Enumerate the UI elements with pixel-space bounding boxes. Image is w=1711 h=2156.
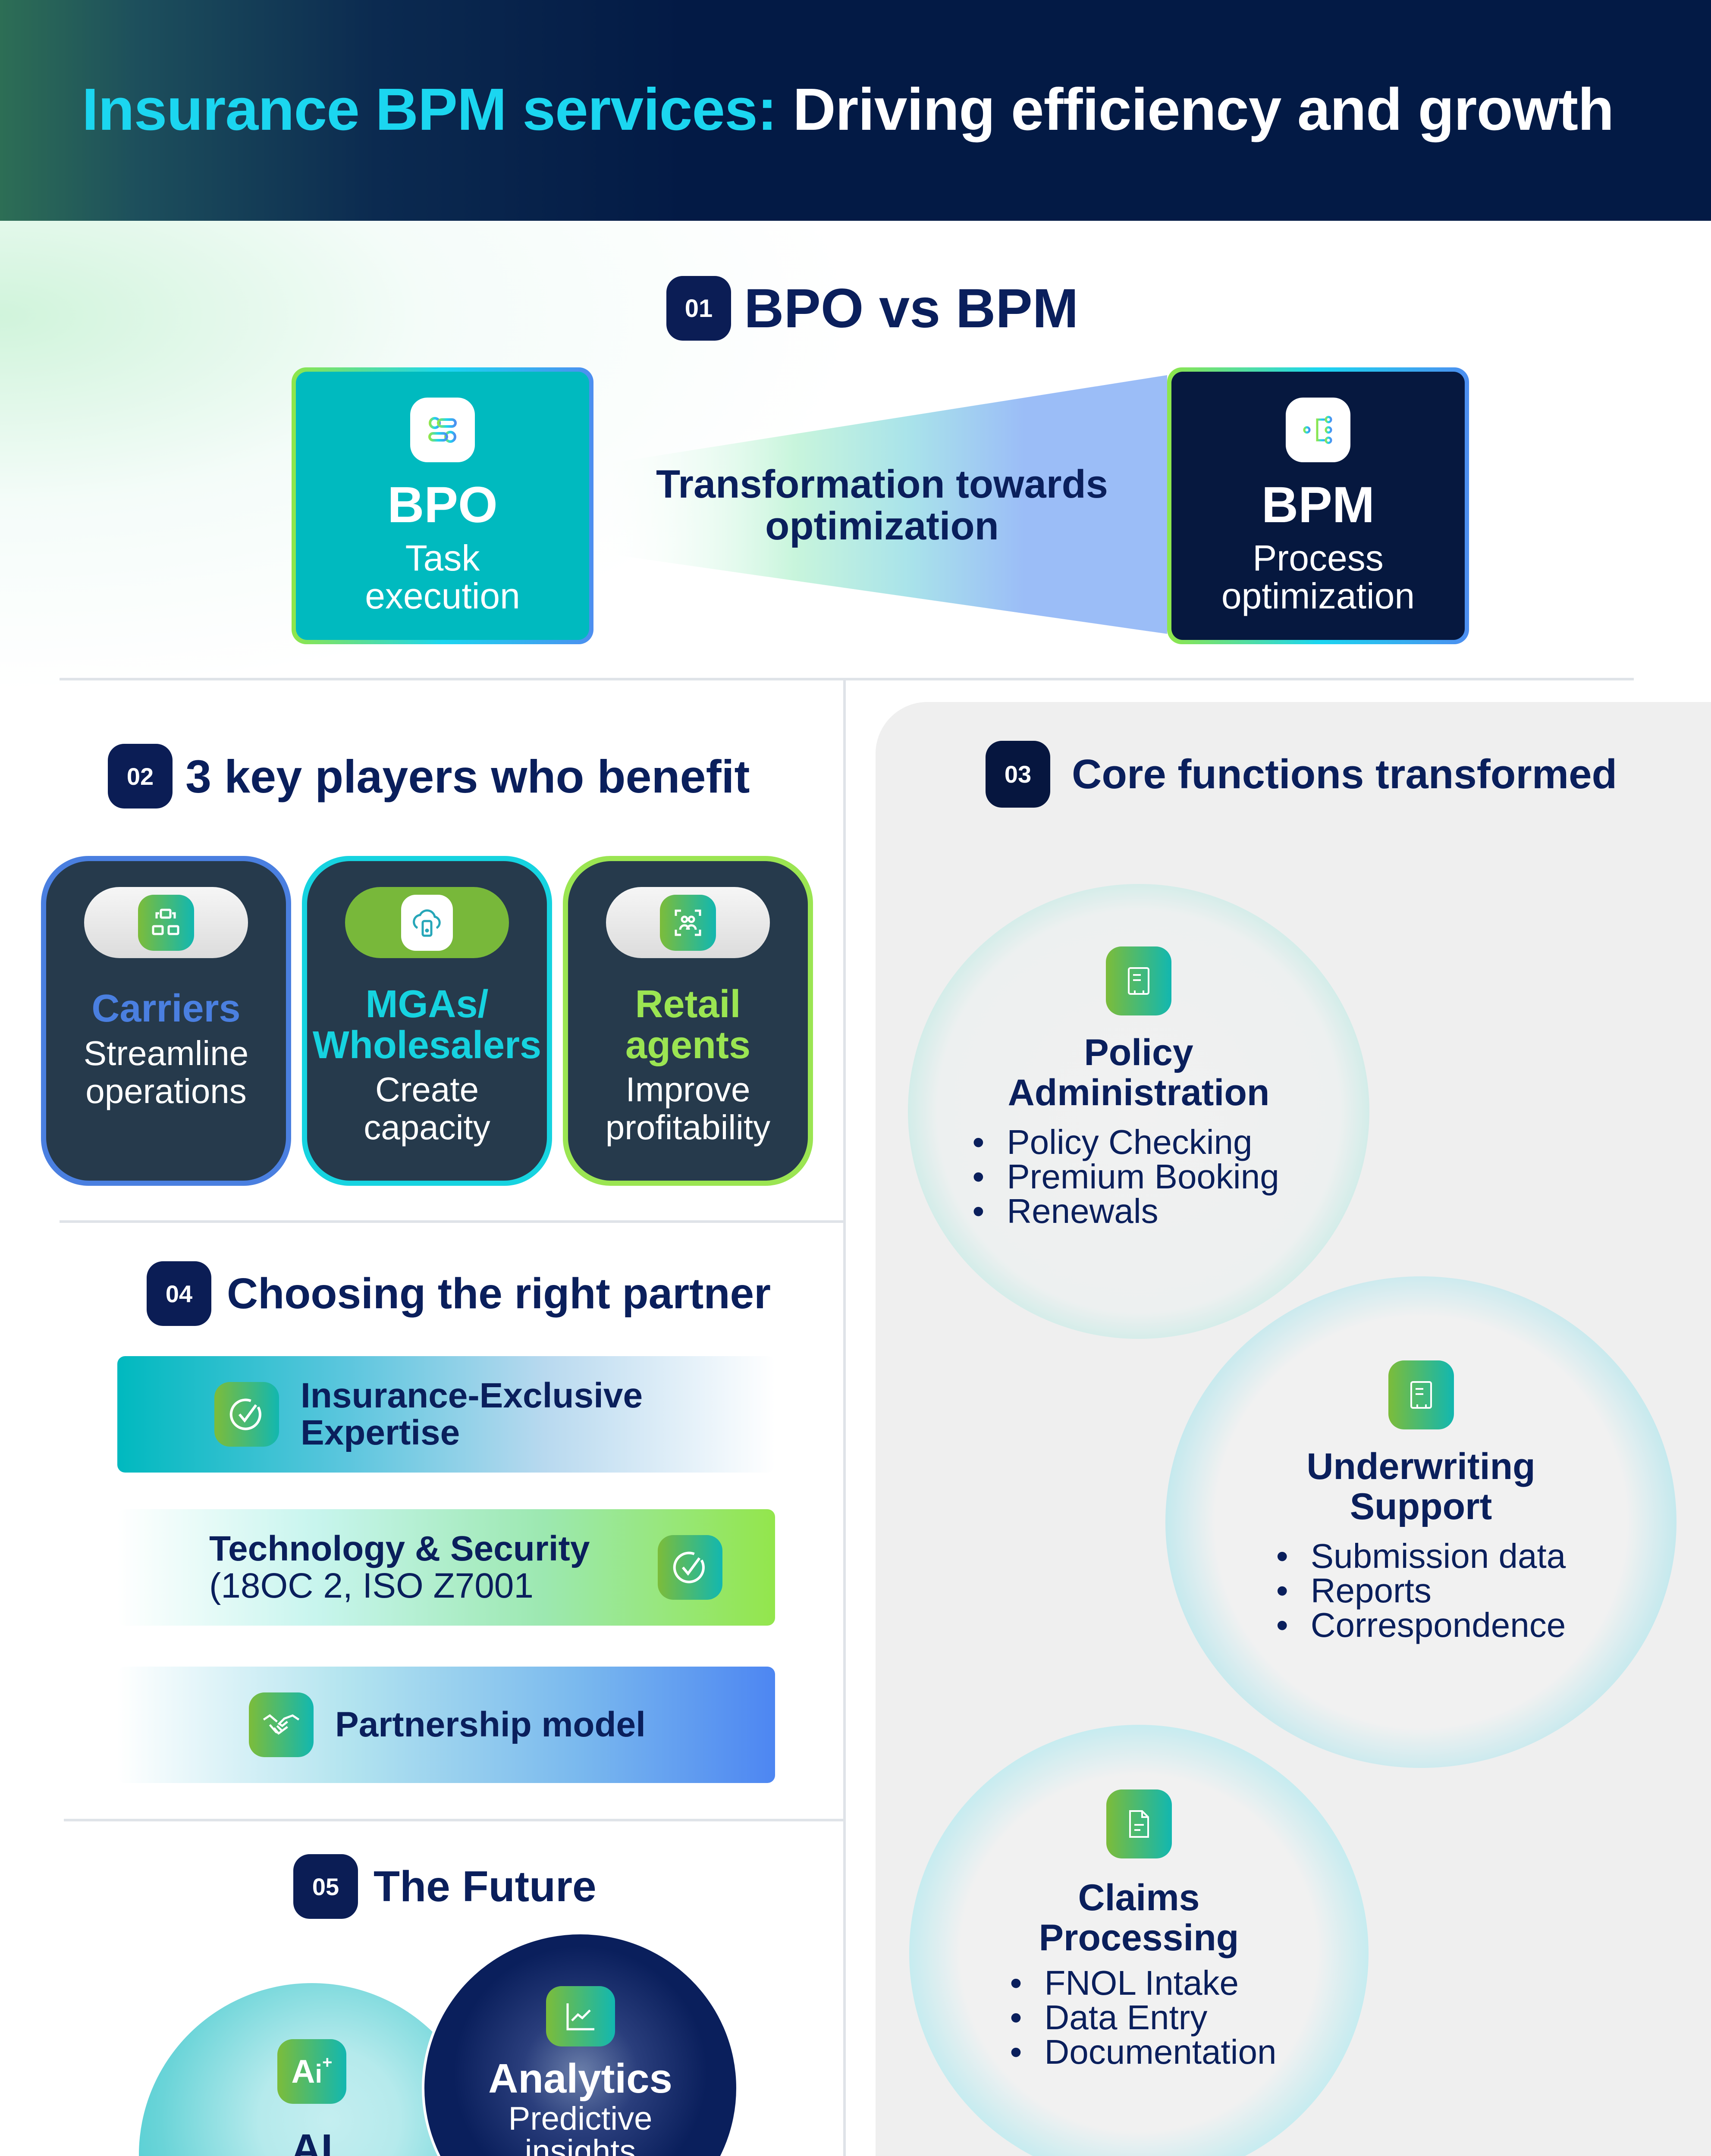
section-number-badge: 01 xyxy=(666,276,731,341)
divider-horizontal xyxy=(64,1819,843,1821)
section-number-badge: 03 xyxy=(986,741,1050,808)
partner-card-technology: Technology & Security (18OC 2, ISO Z7001 xyxy=(117,1509,775,1626)
icon-pill xyxy=(606,887,770,958)
future-desc: Predictive insights xyxy=(508,2100,653,2156)
card-subtitle: (18OC 2, ISO Z7001 xyxy=(209,1566,534,1605)
function-item: Data Entry xyxy=(1010,2000,1276,2035)
section4-heading: 04 Choosing the right partner xyxy=(147,1261,771,1326)
divider-vertical xyxy=(843,678,846,2156)
icon-pill xyxy=(345,887,509,958)
workflow-folders-icon xyxy=(138,894,194,951)
function-item: Renewals xyxy=(972,1194,1279,1228)
policy-document-icon xyxy=(1106,946,1171,1015)
bpm-subtitle: Process optimization xyxy=(1221,538,1415,617)
function-item: Policy Checking xyxy=(972,1125,1279,1159)
bpm-card: BPM Process optimization xyxy=(1167,367,1469,644)
page-title-accent: Insurance BPM services: xyxy=(82,76,777,143)
future-title: AI xyxy=(291,2126,333,2156)
function-circle-underwriting: Underwriting Support Submission data Rep… xyxy=(1165,1276,1676,1768)
section5-title: The Future xyxy=(374,1862,596,1911)
bpo-card: BPO Task execution xyxy=(292,367,593,644)
process-tree-icon xyxy=(1286,398,1350,462)
partner-card-expertise: Insurance-Exclusive Expertise xyxy=(117,1356,775,1473)
section1-heading: 01 BPO vs BPM xyxy=(666,276,1078,341)
function-items: Submission data Reports Correspondence xyxy=(1276,1539,1566,1642)
function-items: FNOL Intake Data Entry Documentation xyxy=(1010,1965,1276,2069)
function-item: FNOL Intake xyxy=(1010,1965,1276,2000)
partner-card-partnership: Partnership model xyxy=(117,1667,775,1783)
page-title-rest: Driving efficiency and growth xyxy=(776,76,1614,143)
section5-heading: 05 The Future xyxy=(293,1854,596,1919)
section2-heading: 02 3 key players who benefit xyxy=(108,744,750,808)
function-item: Submission data xyxy=(1276,1539,1566,1573)
line-chart-icon xyxy=(546,1986,615,2046)
section3-heading: 03 Core functions transformed xyxy=(986,741,1617,808)
future-title: Analytics xyxy=(488,2056,672,2102)
underwriting-document-icon xyxy=(1388,1360,1454,1429)
bpo-subtitle: Task execution xyxy=(365,538,520,617)
player-desc: Improve profitability xyxy=(605,1070,771,1147)
team-scan-icon xyxy=(660,894,716,951)
page-title: Insurance BPM services: Driving efficien… xyxy=(82,75,1614,144)
function-title: Claims Processing xyxy=(1039,1877,1239,1959)
player-name: MGAs/ Wholesalers xyxy=(312,983,542,1067)
sliders-toggle-icon xyxy=(410,398,475,462)
claims-file-icon xyxy=(1106,1789,1172,1858)
section-number-badge: 04 xyxy=(147,1261,211,1326)
function-item: Premium Booking xyxy=(972,1159,1279,1194)
icon-pill xyxy=(84,887,248,958)
bpm-title: BPM xyxy=(1261,476,1375,533)
section4-title: Choosing the right partner xyxy=(227,1269,771,1318)
player-card-mgas: MGAs/ Wholesalers Create capacity xyxy=(302,856,552,1186)
future-analytics-circle: Analytics Predictive insights xyxy=(422,1932,739,2156)
player-desc: Create capacity xyxy=(364,1070,490,1147)
function-item: Documentation xyxy=(1010,2034,1276,2069)
card-title: Partnership model xyxy=(335,1705,646,1744)
card-title: Insurance-Exclusive Expertise xyxy=(301,1376,643,1452)
divider-horizontal xyxy=(60,678,1634,680)
player-desc: Streamline operations xyxy=(83,1034,249,1110)
player-card-carriers: Carriers Streamline operations xyxy=(41,856,291,1186)
function-item: Correspondence xyxy=(1276,1608,1566,1642)
section3-title: Core functions transformed xyxy=(1072,751,1617,797)
card-title: Technology & Security xyxy=(209,1529,590,1568)
player-name: Retail agents xyxy=(625,983,751,1067)
cloud-device-icon xyxy=(401,894,453,951)
check-circle-icon xyxy=(214,1382,279,1447)
section1-title: BPO vs BPM xyxy=(744,277,1079,339)
handshake-icon xyxy=(249,1692,314,1757)
player-card-retail-agents: Retail agents Improve profitability xyxy=(563,856,813,1186)
function-item: Reports xyxy=(1276,1573,1566,1608)
function-circle-policy: Policy Administration Policy Checking Pr… xyxy=(908,884,1369,1339)
header-banner xyxy=(0,0,1711,221)
ai-sparkle-icon: Ai+ xyxy=(277,2039,346,2104)
section2-title: 3 key players who benefit xyxy=(185,750,750,802)
function-title: Underwriting Support xyxy=(1306,1446,1535,1527)
transformation-funnel xyxy=(593,375,1167,634)
function-items: Policy Checking Premium Booking Renewals xyxy=(972,1125,1279,1228)
divider-horizontal xyxy=(60,1220,843,1223)
check-circle-icon xyxy=(658,1535,722,1600)
transformation-label: Transformation towards optimization xyxy=(656,462,1108,548)
section-number-badge: 05 xyxy=(293,1854,358,1919)
player-name: Carriers xyxy=(91,987,241,1030)
function-circle-claims: Claims Processing FNOL Intake Data Entry… xyxy=(909,1725,1369,2156)
function-title: Policy Administration xyxy=(1008,1032,1270,1113)
bpo-title: BPO xyxy=(387,476,498,533)
section-number-badge: 02 xyxy=(108,744,173,808)
